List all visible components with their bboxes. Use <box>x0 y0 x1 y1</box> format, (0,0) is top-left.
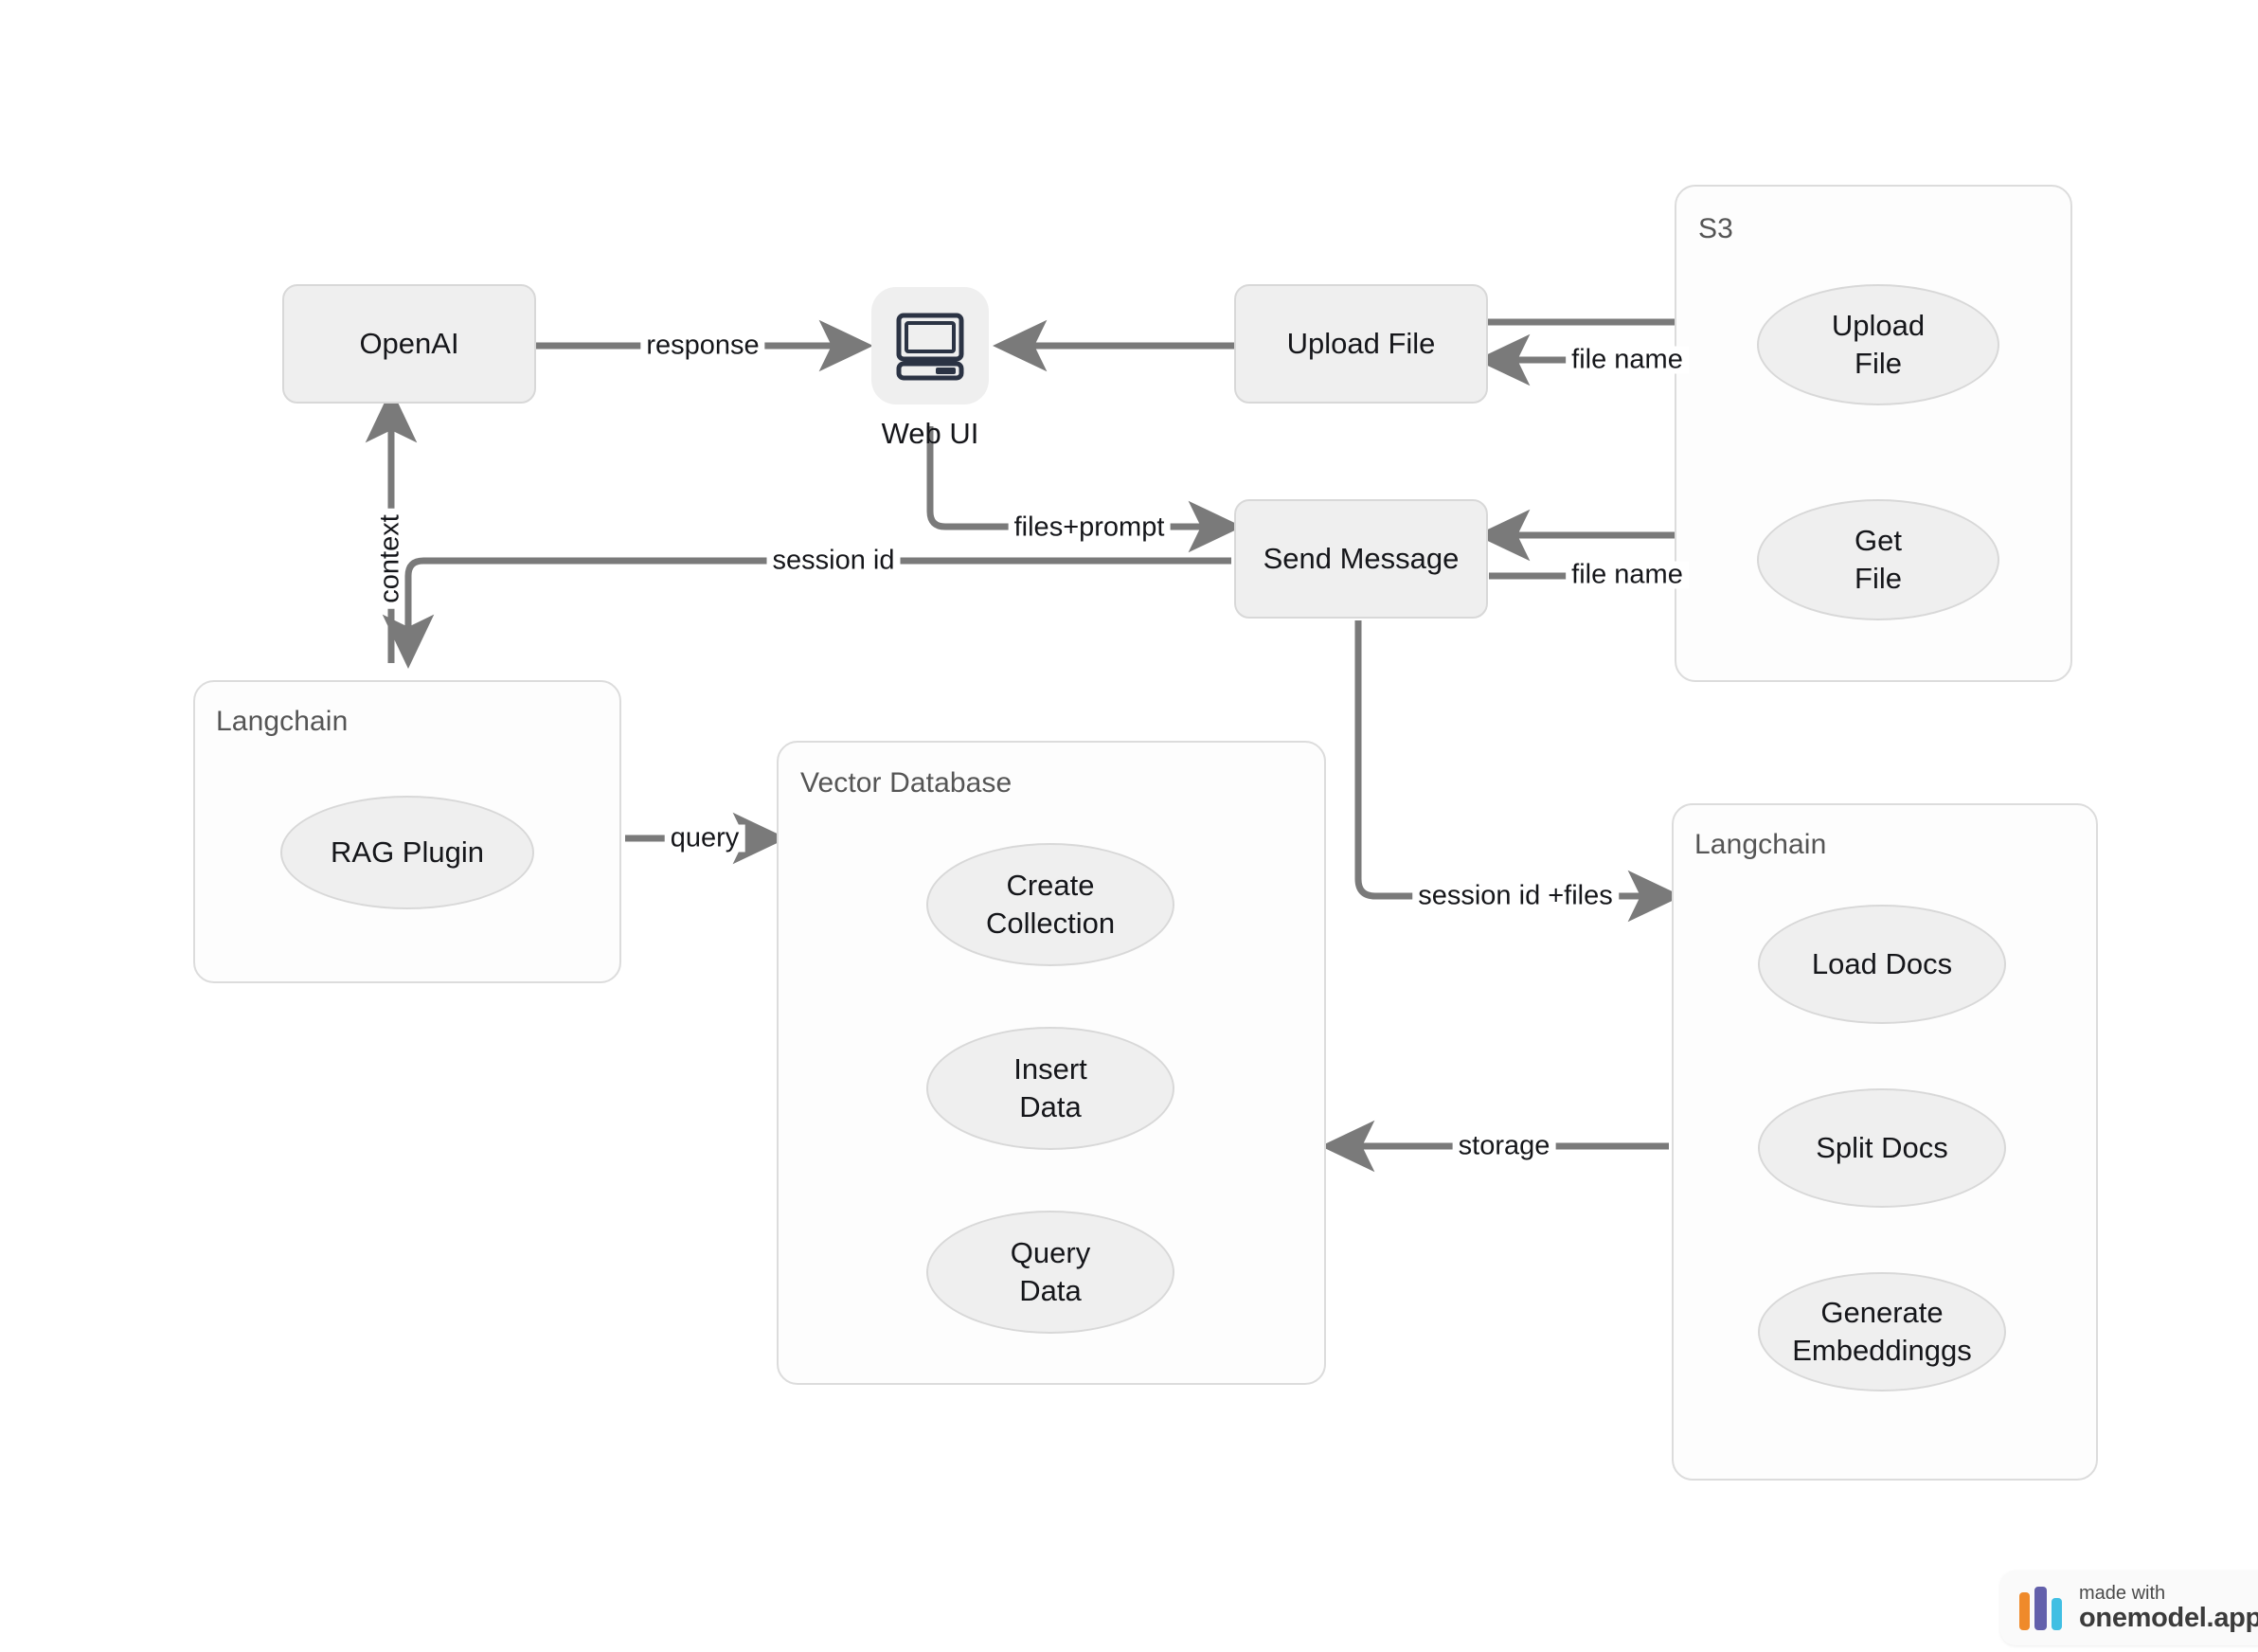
node-query-data-line2: Data <box>1019 1274 1082 1307</box>
node-split-docs[interactable]: Split Docs <box>1758 1088 2006 1208</box>
watermark-brand: onemodel.app <box>2079 1603 2258 1633</box>
watermark-onemodel[interactable]: made with onemodel.app <box>2000 1571 2258 1646</box>
edge-label-storage: storage <box>1452 1132 1556 1160</box>
node-send-message[interactable]: Send Message <box>1234 499 1488 619</box>
node-generate-embeddings[interactable]: Generate Embeddinggs <box>1758 1272 2006 1392</box>
node-create-collection[interactable]: Create Collection <box>926 843 1174 966</box>
node-generate-embeddings-line2: Embeddinggs <box>1792 1334 1972 1367</box>
node-s3-upload-file-line1: Upload <box>1831 308 1926 342</box>
group-s3-label: S3 <box>1698 213 1733 244</box>
node-create-collection-line2: Collection <box>985 907 1116 940</box>
node-s3-get-file[interactable]: Get File <box>1757 499 1999 620</box>
node-s3-upload-file[interactable]: Upload File <box>1757 284 1999 405</box>
edge-label-response: response <box>640 332 765 360</box>
node-insert-data-line1: Insert <box>1013 1051 1087 1086</box>
node-query-data[interactable]: Query Data <box>926 1211 1174 1334</box>
edge-label-files-prompt: files+prompt <box>1008 513 1171 542</box>
node-web-ui-label: Web UI <box>881 417 979 450</box>
node-upload-file[interactable]: Upload File <box>1234 284 1488 404</box>
node-query-data-line1: Query <box>1010 1235 1091 1269</box>
edge-session-id-files <box>1354 620 1683 923</box>
edge-label-send-filename: file name <box>1566 561 1689 589</box>
edge-label-query: query <box>664 824 745 853</box>
node-insert-data[interactable]: Insert Data <box>926 1027 1174 1150</box>
edge-label-session-id-files: session id +files <box>1412 882 1619 910</box>
node-generate-embeddings-line1: Generate <box>1820 1295 1944 1329</box>
group-langchain-ingest-label: Langchain <box>1694 829 1827 860</box>
node-rag-plugin[interactable]: RAG Plugin <box>280 796 534 909</box>
node-s3-upload-file-line2: File <box>1855 347 1902 380</box>
node-create-collection-line1: Create <box>1006 868 1095 902</box>
node-insert-data-line2: Data <box>1019 1090 1082 1123</box>
node-s3-get-file-line2: File <box>1855 562 1902 595</box>
edge-label-session-id: session id <box>766 547 901 575</box>
group-langchain-rag-label: Langchain <box>216 706 349 737</box>
group-vector-database-label: Vector Database <box>800 767 1013 799</box>
watermark-made-with: made with <box>2079 1583 2166 1604</box>
edge-label-context: context <box>375 509 405 609</box>
node-s3-get-file-line1: Get <box>1855 523 1902 557</box>
node-web-ui[interactable] <box>871 287 989 404</box>
onemodel-logo-icon <box>2019 1586 2062 1630</box>
edge-label-s3-filename: file name <box>1566 346 1689 374</box>
node-openai[interactable]: OpenAI <box>282 284 536 404</box>
node-load-docs[interactable]: Load Docs <box>1758 905 2006 1024</box>
computer-monitor-icon <box>896 313 964 381</box>
